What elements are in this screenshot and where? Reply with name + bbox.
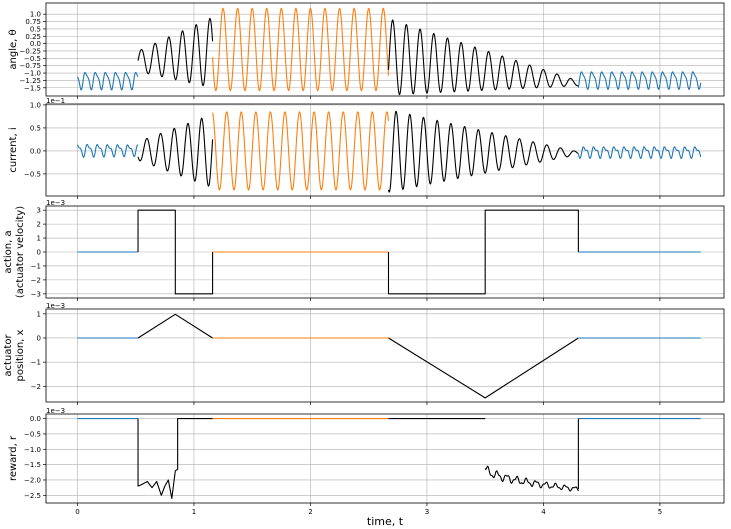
y-tick-label: −3 (31, 290, 41, 298)
axis-offset-label: 1e−3 (46, 199, 65, 207)
series-group (76, 7, 702, 96)
y-tick-label: 0.5 (30, 124, 41, 132)
x-tick-label: 0 (75, 508, 79, 516)
subplot-3: −3 −2 −1 0 1 2 3 1e−3 action, a(actuator velocit… (3, 199, 725, 301)
y-tick-label: −0.5 (24, 430, 41, 438)
y-tick-label: 1 (37, 235, 41, 243)
series-line-transition (387, 19, 579, 96)
y-tick-label: −1.0 (24, 70, 41, 78)
series-group (77, 209, 701, 295)
series-line-idle (76, 71, 139, 91)
x-tick-label: 3 (425, 508, 429, 516)
series-line-transition (137, 313, 213, 339)
y-axis-label: angle, θ (8, 29, 19, 69)
y-axis-label: position, x (15, 329, 26, 381)
y-tick-label: −0.25 (20, 47, 41, 55)
series-line-transition (388, 337, 579, 399)
series-group (76, 110, 702, 193)
series-group (77, 313, 701, 399)
y-tick-label: 0.25 (25, 33, 41, 41)
y-tick-label: −1 (31, 359, 41, 367)
y-tick-label: 1 (37, 310, 41, 318)
y-tick-label: −1.0 (24, 446, 41, 454)
series-line-transition (484, 465, 579, 492)
y-tick-label: −1.5 (24, 84, 41, 92)
y-tick-label: 0.0 (30, 147, 41, 155)
y-tick-label: −1 (31, 262, 41, 270)
x-tick-label: 5 (658, 508, 662, 516)
axes-frame (45, 103, 725, 197)
axis-offset-label: 1e−3 (46, 302, 65, 310)
axes-frame (45, 308, 725, 403)
axes-frame (45, 2, 725, 97)
y-tick-label: 3 (37, 207, 41, 215)
x-axis-label: time, t (367, 515, 404, 528)
y-tick-label: −0.5 (24, 55, 41, 63)
series-line-idle (577, 71, 702, 90)
y-tick-label: 2 (37, 221, 41, 229)
y-tick-label: 0.75 (25, 18, 41, 26)
y-tick-label: 1.0 (30, 101, 41, 109)
y-axis-label: actuator (3, 334, 14, 377)
x-tick-label: 4 (541, 508, 546, 516)
series-line-transition (137, 117, 214, 187)
subplot-5: −2.5 −2.0 −1.5 −1.0 −0.5 0.0 0 1 2 3 4 5 1e−3 reward,… (8, 407, 725, 516)
y-tick-label: −1.5 (24, 461, 41, 469)
y-tick-label: −2.5 (24, 492, 41, 500)
y-tick-label: 0.0 (30, 415, 41, 423)
y-tick-label: −2 (31, 383, 41, 391)
y-tick-label: −0.5 (24, 170, 41, 178)
y-tick-label: 0.5 (30, 25, 41, 33)
x-tick-label: 1 (192, 508, 196, 516)
subplot-1: −1.5−1.25−1.0−0.75−0.5−0.250.00.250.50.7… (8, 2, 725, 99)
axis-offset-label: 1e−1 (46, 97, 65, 105)
y-tick-label: −2 (31, 276, 41, 284)
y-axis-label: action, a (3, 230, 14, 273)
y-axis-label: current, i (8, 127, 19, 172)
y-tick-label: 0 (37, 334, 41, 342)
series-line-transition (387, 110, 579, 193)
series-line-transition (137, 17, 214, 87)
series-line-idle (76, 143, 139, 158)
series-line-transition (137, 209, 214, 295)
axes-frame (45, 413, 725, 504)
y-tick-label: 1.0 (30, 11, 41, 19)
series-line-idle (577, 146, 702, 159)
subplot-2: −0.5 0.0 0.5 1.0 1e−1 current, i (8, 97, 725, 199)
series-group (77, 418, 701, 499)
series-line-swing (212, 7, 390, 92)
series-line-transition (387, 209, 579, 295)
series-line-swing (212, 111, 390, 191)
y-tick-label: 0.0 (30, 40, 41, 48)
y-tick-label: −2.0 (24, 476, 41, 484)
y-tick-label: −1.25 (20, 77, 41, 85)
x-tick-label: 2 (308, 508, 312, 516)
y-tick-label: −0.75 (20, 62, 41, 70)
series-line-transition (137, 418, 213, 499)
axis-offset-label: 1e−3 (46, 407, 65, 415)
y-axis-label: reward, r (8, 435, 19, 481)
y-axis-label: (actuator velocity) (15, 206, 26, 298)
y-tick-label: 0 (37, 249, 41, 257)
